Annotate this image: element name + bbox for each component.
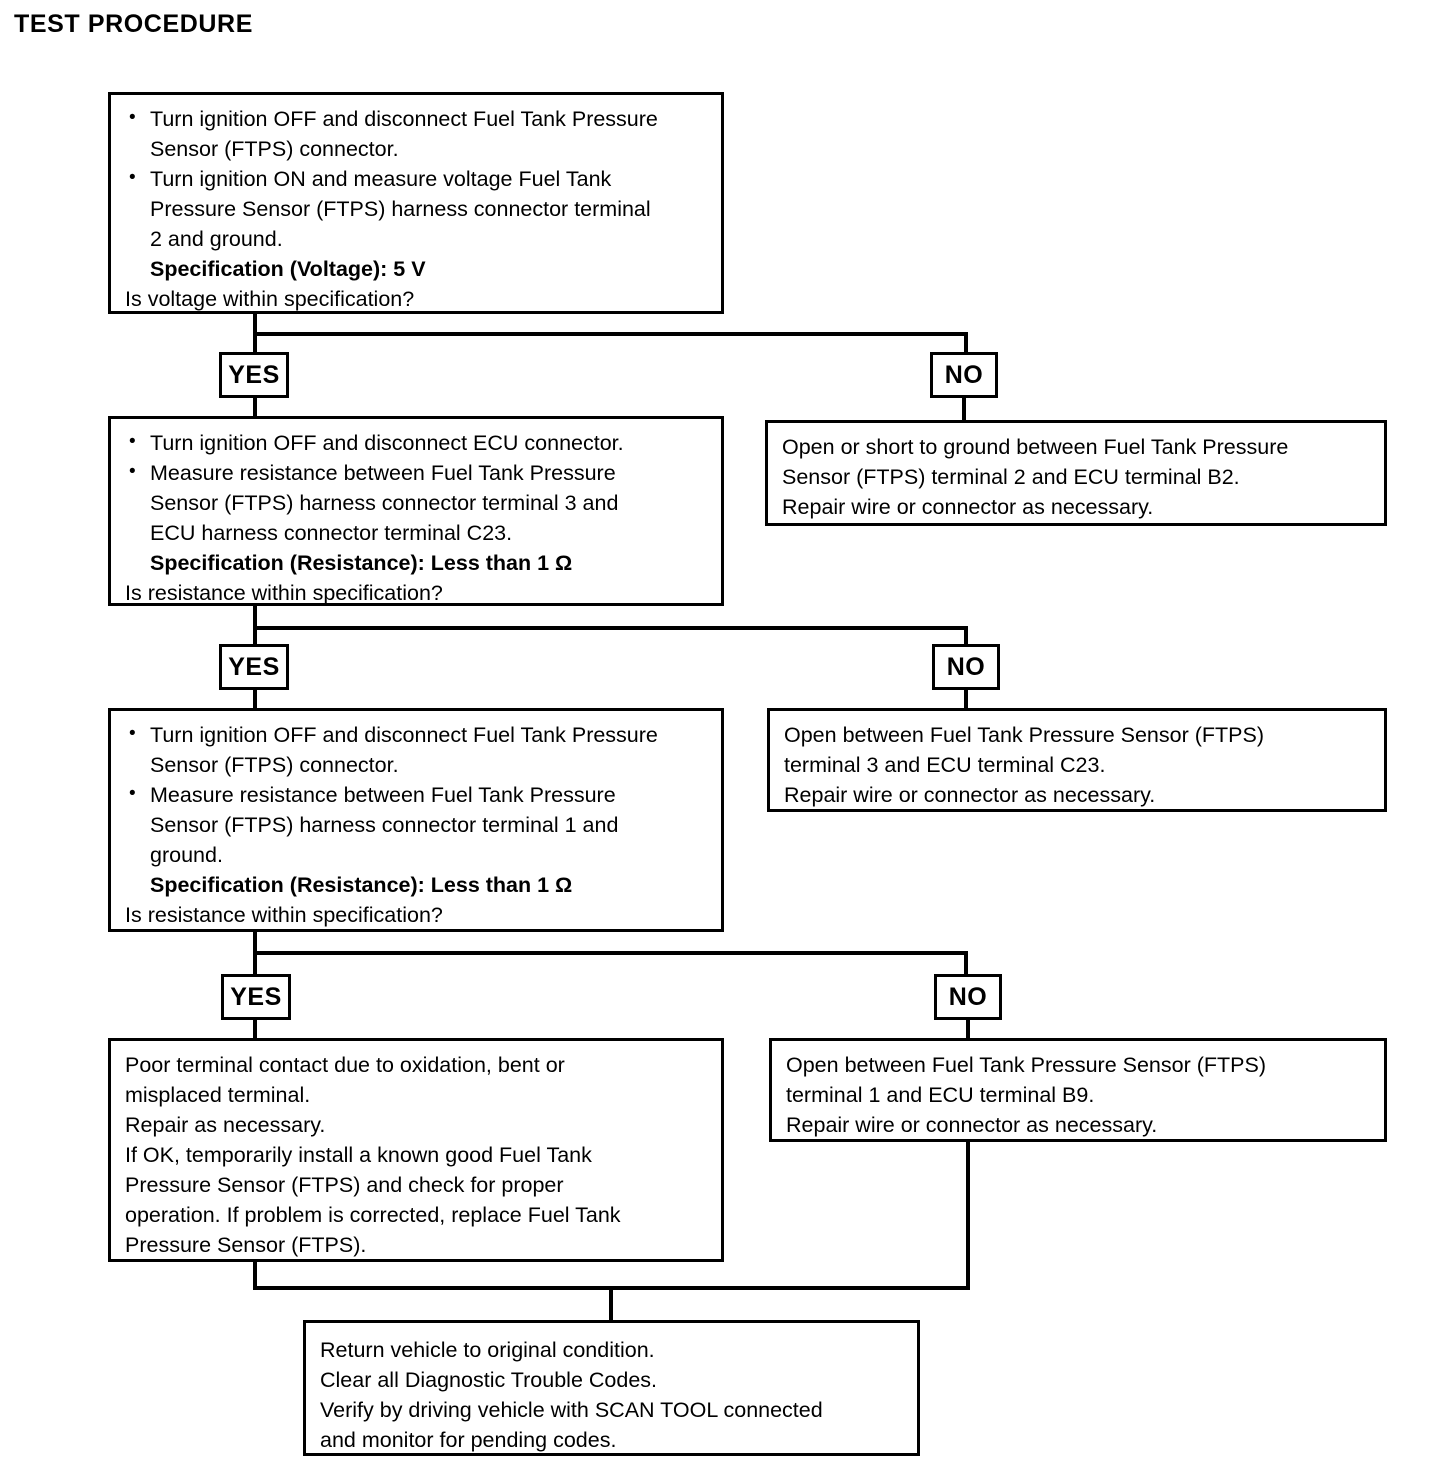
final-box: Return vehicle to original condition. Cl…: [303, 1320, 920, 1456]
final-l4: and monitor for pending codes.: [320, 1428, 617, 1452]
tag-no-2: NO: [932, 644, 1000, 690]
step1-b1-l2: Sensor (FTPS) connector.: [150, 137, 399, 161]
step2-question: Is resistance within specification?: [125, 581, 443, 605]
connector-row2-no-drop: [964, 626, 968, 646]
step3-b1-l2: Sensor (FTPS) connector.: [150, 753, 399, 777]
connector-row3-no-drop: [964, 951, 968, 975]
outcome-yes3-l5: Pressure Sensor (FTPS) and check for pro…: [125, 1173, 564, 1197]
step3-bullet-2: Measure resistance between Fuel Tank Pre…: [125, 779, 709, 900]
step2-box: Turn ignition OFF and disconnect ECU con…: [108, 416, 724, 606]
outcome-no3-l3: Repair wire or connector as necessary.: [786, 1113, 1158, 1137]
outcome-no3-l1: Open between Fuel Tank Pressure Sensor (…: [786, 1053, 1266, 1077]
connector-step1-stem: [253, 312, 257, 336]
step1-b2-l3: 2 and ground.: [150, 227, 283, 251]
outcome-yes3-l1: Poor terminal contact due to oxidation, …: [125, 1053, 565, 1077]
connector-row3-yes-drop: [253, 951, 257, 975]
connector-row1-branch: [253, 332, 968, 336]
connector-row2-yes-drop: [253, 626, 257, 646]
step3-box: Turn ignition OFF and disconnect Fuel Ta…: [108, 708, 724, 932]
step1-bullet-2: Turn ignition ON and measure voltage Fue…: [125, 163, 709, 284]
outcome-no1-box: Open or short to ground between Fuel Tan…: [765, 420, 1387, 526]
tag-no-1: NO: [930, 352, 998, 398]
step1-b1-l1: Turn ignition OFF and disconnect Fuel Ta…: [150, 107, 658, 131]
step3-b2-l2: Sensor (FTPS) harness connector terminal…: [150, 813, 619, 837]
outcome-no3-l2: terminal 1 and ECU terminal B9.: [786, 1083, 1095, 1107]
step2-b2-l3: ECU harness connector terminal C23.: [150, 521, 513, 545]
outcome-yes3-l4: If OK, temporarily install a known good …: [125, 1143, 592, 1167]
connector-row3-branch: [253, 951, 968, 955]
outcome-no2-l3: Repair wire or connector as necessary.: [784, 783, 1156, 807]
step3-specification: Specification (Resistance): Less than 1 …: [150, 873, 573, 897]
tag-yes-2: YES: [219, 644, 289, 690]
step1-b2-l2: Pressure Sensor (FTPS) harness connector…: [150, 197, 651, 221]
connector-merge-to-final: [609, 1286, 613, 1322]
connector-row1-yes-drop: [253, 332, 257, 354]
outcome-yes3-l7: Pressure Sensor (FTPS).: [125, 1233, 367, 1257]
connector-row1-no-drop: [964, 332, 968, 354]
step2-bullet-2: Measure resistance between Fuel Tank Pre…: [125, 457, 709, 578]
connector-yes1-to-step2: [253, 396, 257, 420]
connector-no1-to-outcome: [962, 396, 966, 420]
outcome-yes3-box: Poor terminal contact due to oxidation, …: [108, 1038, 724, 1262]
connector-step2-stem: [253, 604, 257, 628]
connector-no3-to-outcome: [966, 1018, 970, 1040]
step2-b1-l1: Turn ignition OFF and disconnect ECU con…: [150, 431, 624, 455]
step3-question: Is resistance within specification?: [125, 903, 443, 927]
outcome-no1-l3: Repair wire or connector as necessary.: [782, 495, 1154, 519]
tag-yes-3: YES: [221, 974, 291, 1020]
step1-box: Turn ignition OFF and disconnect Fuel Ta…: [108, 92, 724, 314]
step1-b2-l1: Turn ignition ON and measure voltage Fue…: [150, 167, 612, 191]
step2-b2-l1: Measure resistance between Fuel Tank Pre…: [150, 461, 616, 485]
tag-yes-1: YES: [219, 352, 289, 398]
outcome-no3-box: Open between Fuel Tank Pressure Sensor (…: [769, 1038, 1387, 1142]
final-l2: Clear all Diagnostic Trouble Codes.: [320, 1368, 657, 1392]
connector-no2-to-outcome: [964, 688, 968, 710]
step2-specification: Specification (Resistance): Less than 1 …: [150, 551, 573, 575]
outcome-no1-l2: Sensor (FTPS) terminal 2 and ECU termina…: [782, 465, 1240, 489]
final-l3: Verify by driving vehicle with SCAN TOOL…: [320, 1398, 823, 1422]
connector-yes3-to-outcome: [253, 1018, 257, 1040]
outcome-no1-l1: Open or short to ground between Fuel Tan…: [782, 435, 1289, 459]
outcome-no2-box: Open between Fuel Tank Pressure Sensor (…: [767, 708, 1387, 812]
connector-row2-branch: [253, 626, 968, 630]
step3-b2-l1: Measure resistance between Fuel Tank Pre…: [150, 783, 616, 807]
connector-yes-outcome-down: [253, 1260, 257, 1288]
step1-question: Is voltage within specification?: [125, 287, 415, 311]
final-l1: Return vehicle to original condition.: [320, 1338, 655, 1362]
outcome-no2-l1: Open between Fuel Tank Pressure Sensor (…: [784, 723, 1264, 747]
step1-bullet-1: Turn ignition OFF and disconnect Fuel Ta…: [125, 103, 709, 164]
outcome-yes3-l3: Repair as necessary.: [125, 1113, 326, 1137]
step3-b1-l1: Turn ignition OFF and disconnect Fuel Ta…: [150, 723, 658, 747]
connector-step3-stem: [253, 930, 257, 952]
step2-bullet-1: Turn ignition OFF and disconnect ECU con…: [125, 427, 709, 458]
page-title: TEST PROCEDURE: [14, 10, 253, 38]
outcome-no2-l2: terminal 3 and ECU terminal C23.: [784, 753, 1106, 777]
connector-no3-outcome-down: [966, 1140, 970, 1288]
connector-yes2-to-step3: [253, 688, 257, 710]
outcome-yes3-l2: misplaced terminal.: [125, 1083, 311, 1107]
step3-bullet-1: Turn ignition OFF and disconnect Fuel Ta…: [125, 719, 709, 780]
step2-b2-l2: Sensor (FTPS) harness connector terminal…: [150, 491, 619, 515]
step3-b2-l3: ground.: [150, 843, 223, 867]
tag-no-3: NO: [934, 974, 1002, 1020]
outcome-yes3-l6: operation. If problem is corrected, repl…: [125, 1203, 621, 1227]
step1-specification: Specification (Voltage): 5 V: [150, 257, 426, 281]
